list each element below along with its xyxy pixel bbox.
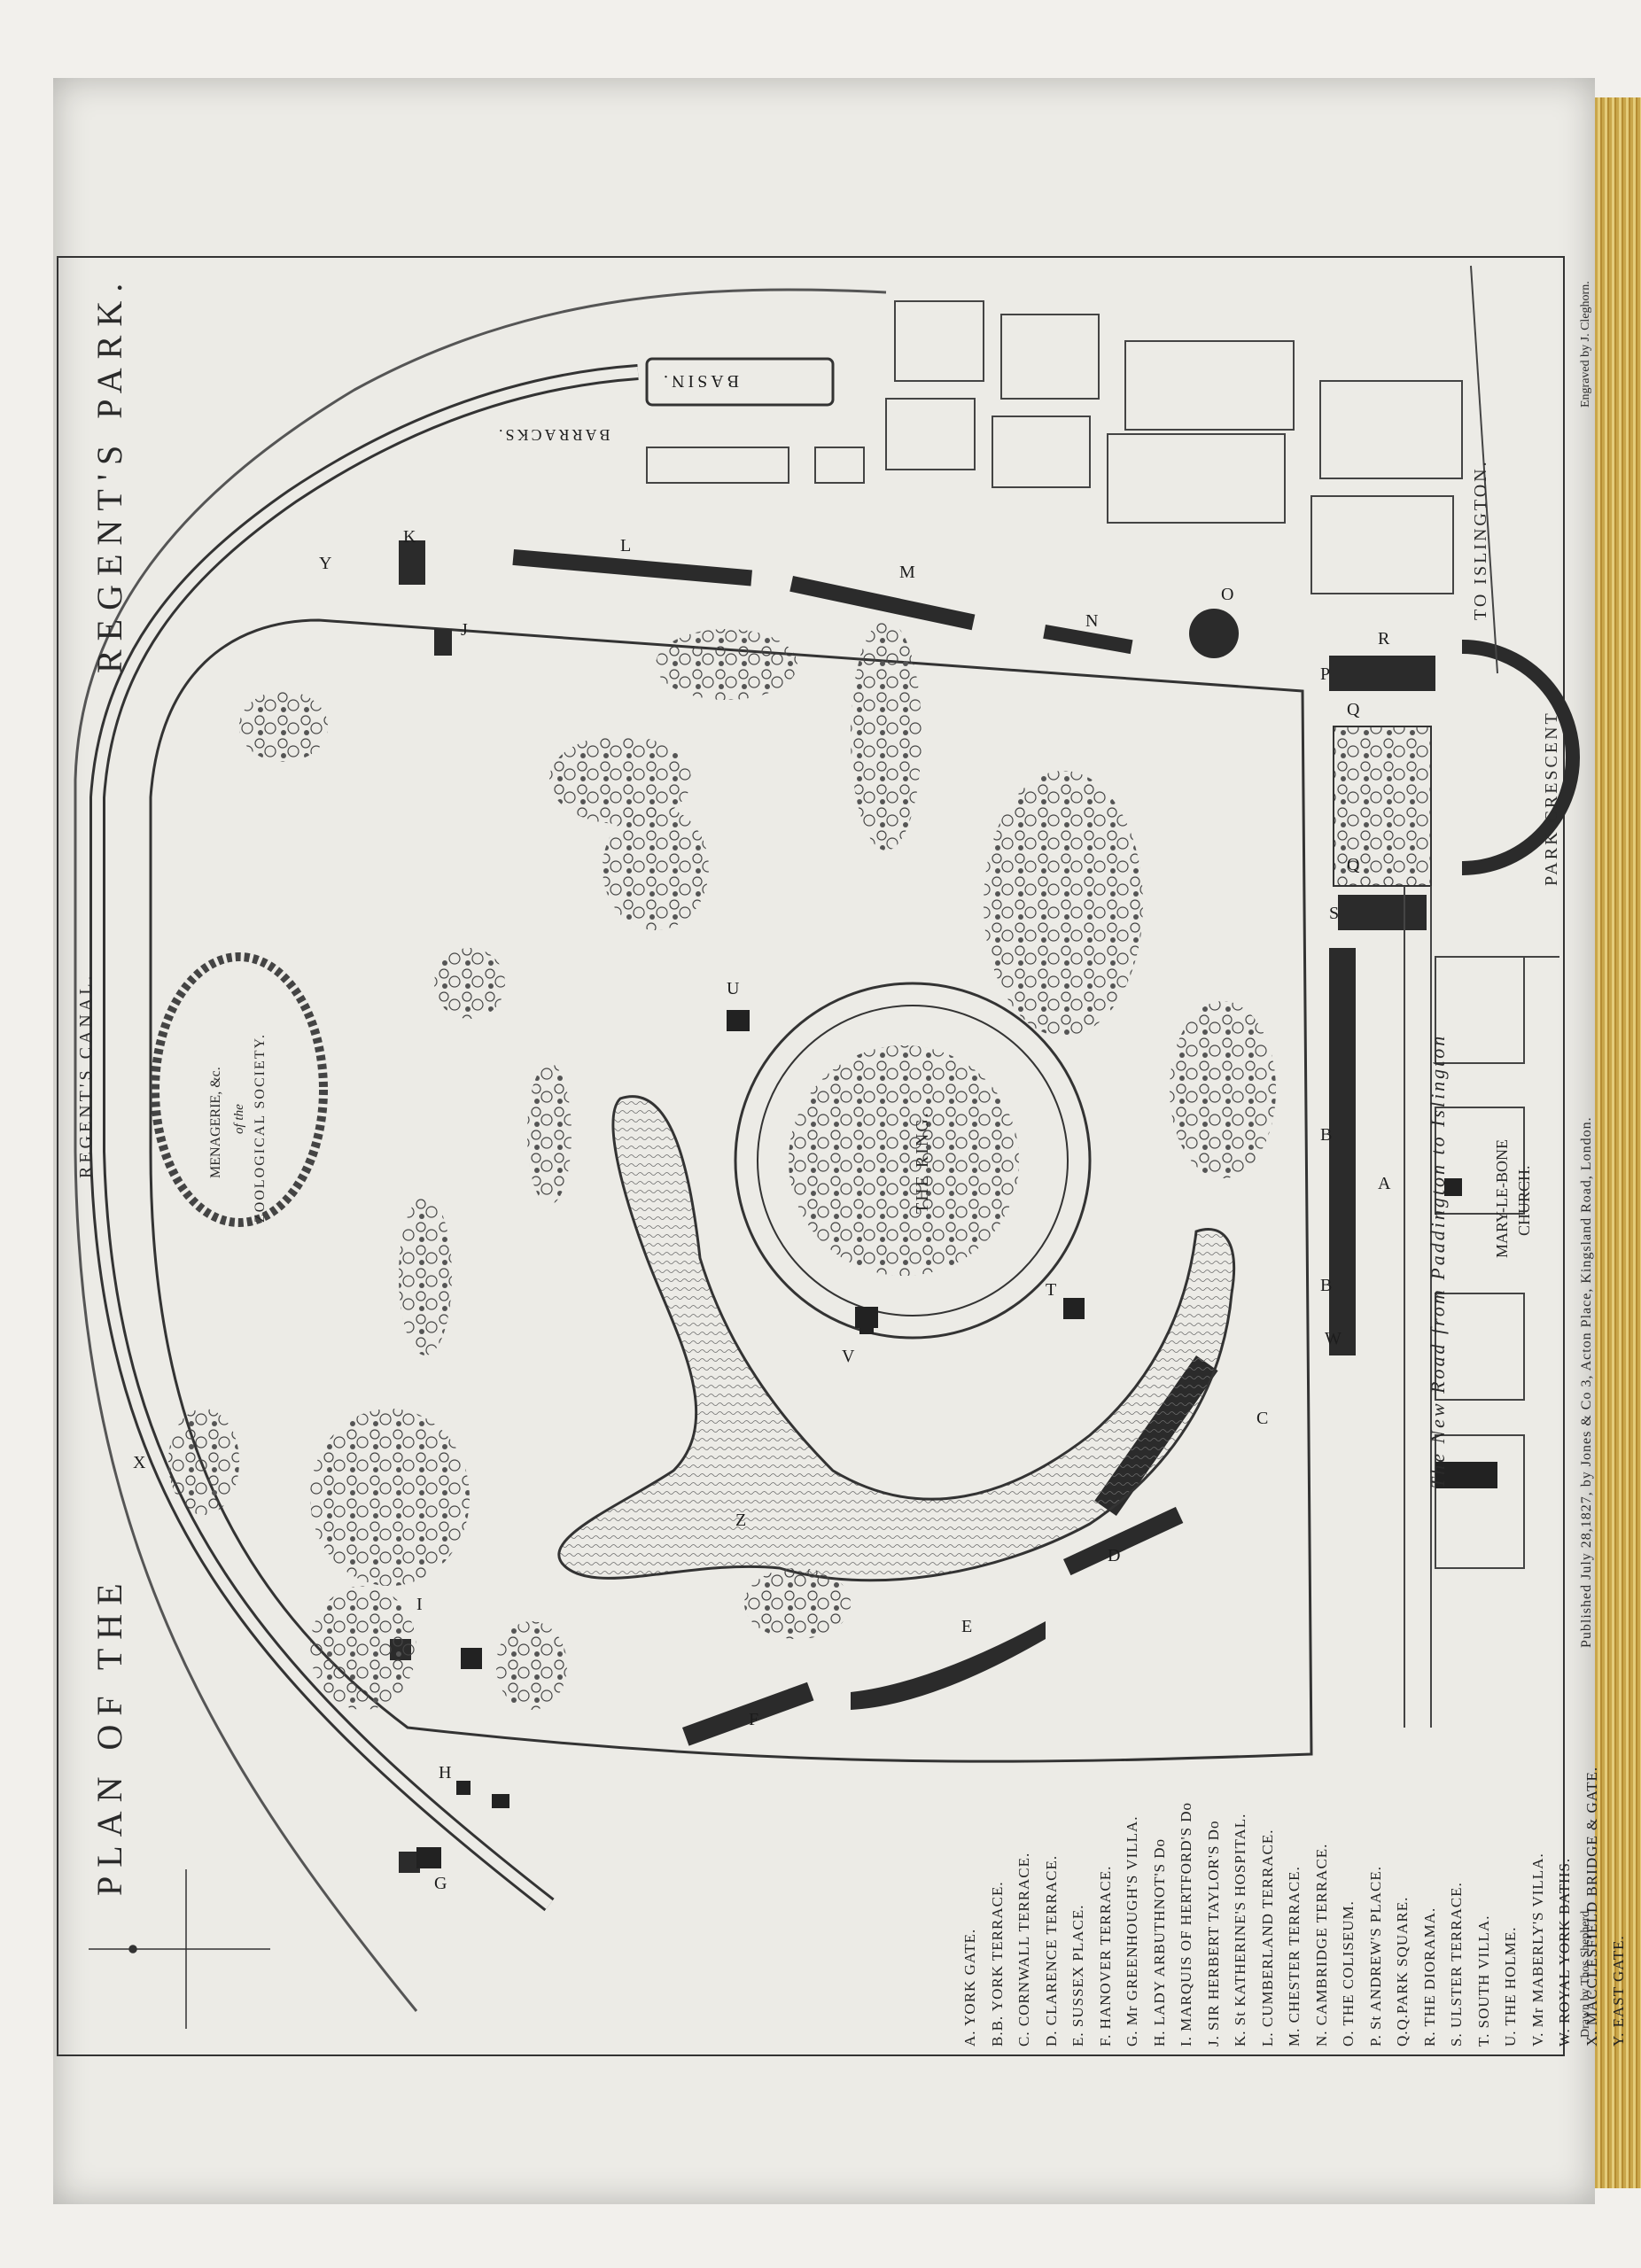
letter-h: H [439, 1763, 452, 1783]
legend-item: T. SOUTH VILLA. [1474, 1915, 1492, 2047]
letter-o: O [1221, 585, 1234, 604]
street-blocks [646, 300, 1525, 1569]
villas [416, 1010, 1497, 1868]
legend-item: A. YORK GATE. [961, 1928, 978, 2047]
legend-item: R. THE DIORAMA. [1420, 1907, 1438, 2047]
letter-b1: B [1320, 1125, 1333, 1145]
park-crescent [1461, 640, 1580, 875]
letter-m: M [899, 563, 915, 582]
engraved-by-credit: Engraved by J. Cleghorn. [1579, 281, 1592, 408]
new-road-label: The New Road from Paddington to Islingto… [1427, 1033, 1449, 1488]
letter-j: J [461, 620, 468, 640]
the-ring [734, 982, 1092, 1340]
canal-label: REGENT'S CANAL. [76, 972, 96, 1179]
tree-clusters [168, 620, 1276, 1710]
compass-icon [89, 1869, 270, 2029]
park-square [1333, 726, 1432, 887]
the-ring-label: THE RING. [913, 1111, 932, 1214]
letter-u: U [727, 979, 740, 998]
new-road [1404, 265, 1559, 1728]
legend-item: J. SIR HERBERT TAYLOR'S Do [1204, 1820, 1222, 2047]
letter-f: F [749, 1710, 759, 1729]
outer-road [74, 288, 887, 2012]
letter-q2: Q [1347, 855, 1360, 874]
letter-c: C [1256, 1409, 1269, 1428]
letter-k: K [403, 527, 416, 547]
menagerie-label: MENAGERIE, &c. [208, 1067, 223, 1178]
legend-item: D. CLARENCE TERRACE. [1042, 1854, 1060, 2047]
letter-w: W [1325, 1329, 1342, 1348]
terraces [390, 540, 1435, 1873]
legend-item: N. CAMBRIDGE TERRACE. [1312, 1843, 1330, 2047]
title-plan-of-the: PLAN OF THE [89, 1574, 129, 1896]
zoological-society-label: ZOOLOGICAL SOCIETY. [253, 1033, 268, 1223]
legend-item: O. THE COLISEUM. [1340, 1900, 1357, 2047]
letter-x: X [133, 1453, 146, 1472]
letter-p: P [1320, 664, 1331, 684]
zoological-gardens [151, 952, 328, 1227]
to-islington-label: TO ISLINGTON. [1471, 459, 1490, 620]
letter-a: A [1378, 1174, 1391, 1193]
legend-item: P. St ANDREW'S PLACE. [1366, 1865, 1384, 2047]
letter-e: E [961, 1617, 973, 1636]
letter-s: S [1329, 904, 1340, 923]
legend-item: W. ROYAL YORK BATHS. [1556, 1857, 1573, 2047]
letter-i: I [416, 1595, 423, 1614]
letter-g: G [434, 1874, 447, 1893]
legend-item: B.B. YORK TERRACE. [988, 1881, 1006, 2047]
legend-item: C. CORNWALL TERRACE. [1015, 1852, 1032, 2047]
legend-item: M. CHESTER TERRACE. [1286, 1866, 1303, 2047]
legend-item: I. MARQUIS OF HERTFORD'S Do [1178, 1801, 1194, 2047]
park-crescent-label: PARK CRESCENT. [1542, 704, 1561, 886]
park-boundary [149, 618, 1313, 1763]
of-the-label: of the [232, 1104, 246, 1134]
letter-l: L [620, 536, 632, 555]
legend-item: K. St KATHERINE'S HOSPITAL. [1232, 1813, 1248, 2047]
legend-item: Q.Q.PARK SQUARE. [1394, 1896, 1411, 2047]
legend-item: V. Mr MABERLY'S VILLA. [1528, 1852, 1546, 2047]
legend-item: G. Mr GREENHOUGH'S VILLA. [1124, 1815, 1140, 2047]
letter-y: Y [319, 554, 332, 573]
letter-v: V [842, 1347, 855, 1366]
basin [645, 357, 835, 407]
letter-n: N [1085, 611, 1099, 631]
basin-label: BASIN. [660, 371, 740, 391]
letter-t: T [1046, 1280, 1057, 1300]
legend-item: H. LADY ARBUTHNOT'S Do [1150, 1837, 1168, 2047]
legend-item: Z. THE LAKE. [1637, 1942, 1641, 2047]
barracks-label: BARRACKS. [496, 426, 611, 444]
church-label-line1: MARY-LE-BONE [1493, 1139, 1511, 1258]
publisher-imprint: Published July 28,1827, by Jones & Co 3,… [1579, 1116, 1594, 1648]
letter-z: Z [735, 1511, 747, 1530]
gilt-page-edge [1595, 97, 1641, 2188]
letter-b2: B [1320, 1276, 1333, 1295]
legend-item: F. HANOVER TERRACE. [1096, 1865, 1114, 2047]
map-legend: A. YORK GATE. B.B. YORK TERRACE. C. CORN… [957, 1767, 1641, 2047]
church-label-line2: CHURCH. [1515, 1165, 1533, 1236]
map-frame [57, 256, 1565, 2056]
title-regents-park: REGENT'S PARK. [89, 274, 129, 673]
letter-d: D [1108, 1546, 1121, 1565]
legend-item: S. ULSTER TERRACE. [1448, 1882, 1465, 2047]
legend-item: Y. EAST GATE. [1610, 1935, 1627, 2047]
letter-r: R [1378, 629, 1390, 649]
legend-item: L. CUMBERLAND TERRACE. [1258, 1829, 1276, 2047]
legend-item: U. THE HOLME. [1502, 1926, 1519, 2047]
letter-q1: Q [1347, 700, 1360, 719]
the-lake [557, 1095, 1236, 1582]
legend-item: E. SUSSEX PLACE. [1069, 1904, 1086, 2047]
drawn-by-credit: Drawn by Thos Shepherd. [1579, 1907, 1592, 2038]
